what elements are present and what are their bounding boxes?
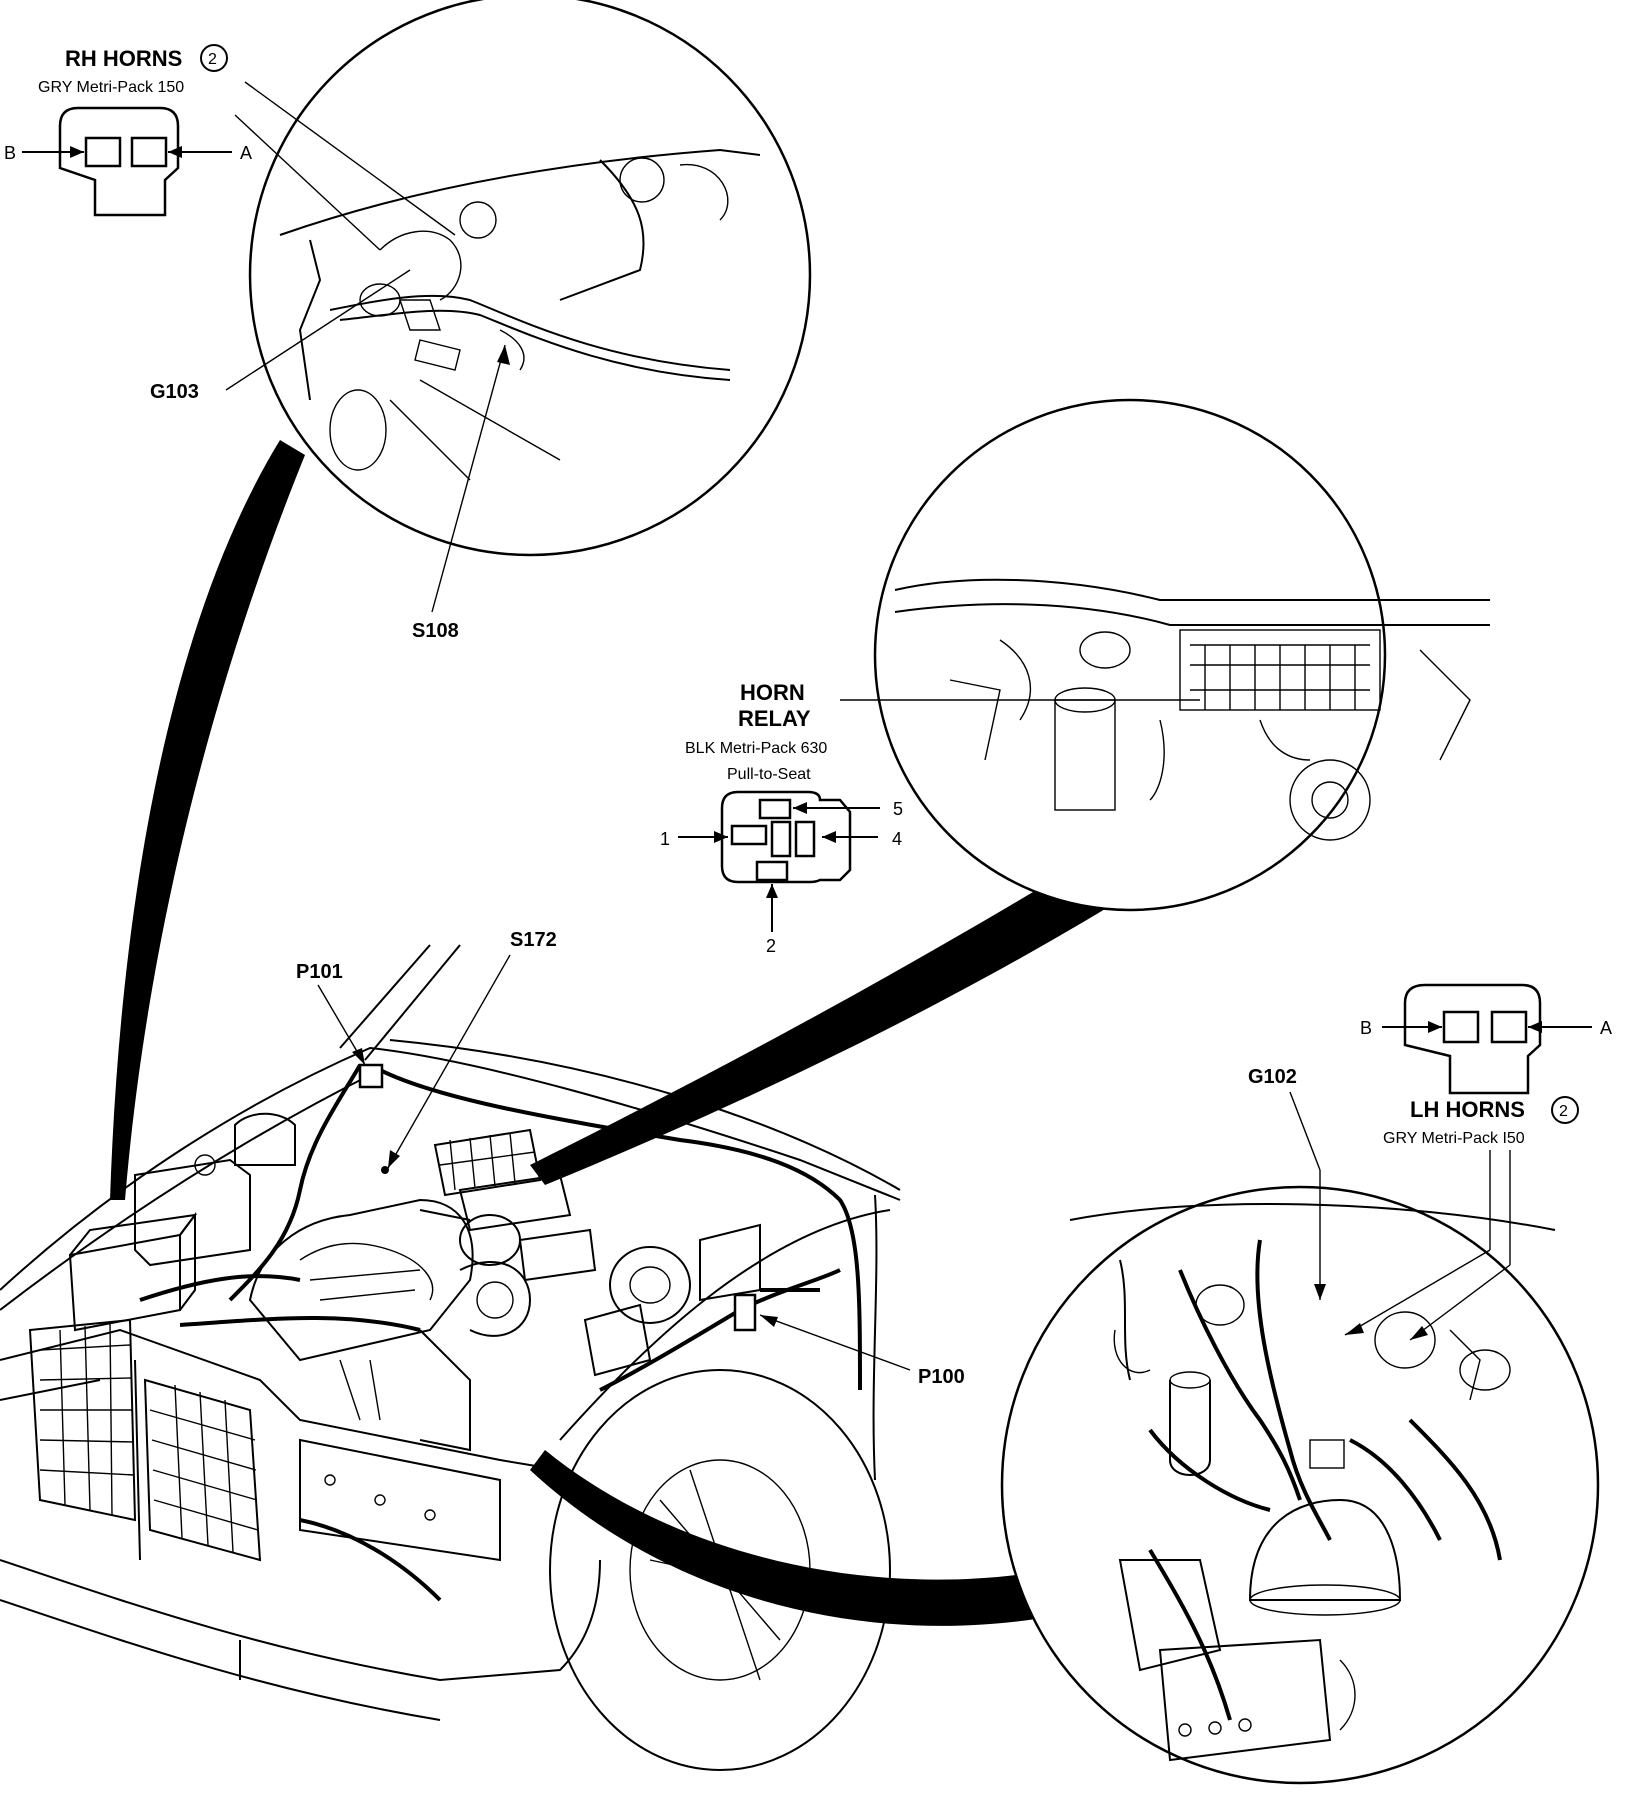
rh-horns-pin-a-label: A (240, 143, 252, 163)
rh-horns-title: RH HORNS (65, 46, 182, 71)
p101-label: P101 (296, 961, 343, 983)
engine-harness (228, 1064, 362, 1302)
g102-callout: G102 (1248, 1066, 1326, 1300)
horn-relay-title-line2: RELAY (738, 706, 811, 731)
p100-leader (759, 1314, 911, 1371)
rh-horns-cavity-b (84, 136, 122, 168)
relay-cavity-1 (730, 824, 768, 846)
lh-horns-cavity-b (1442, 1010, 1480, 1044)
horn-relay-callout: HORN RELAY BLK Metri-Pack 630 Pull-to-Se… (660, 680, 1200, 956)
lh-horns-qty-circle (1551, 1096, 1579, 1124)
horn-relay-connector-type: BLK Metri-Pack 630 (685, 740, 827, 757)
g103-leader (225, 269, 411, 391)
s108-label: S108 (412, 620, 459, 642)
rh-horn-detail-circle (248, 0, 812, 557)
s108-callout: S108 (412, 344, 510, 642)
g103-label: G103 (150, 381, 199, 403)
p100-label: P100 (918, 1366, 965, 1388)
relay-cavity-4 (794, 820, 816, 858)
s172-leader (387, 954, 511, 1169)
horn-relay-title-line1: HORN (740, 680, 805, 705)
lh-horn-detail-view (1000, 1185, 1600, 1785)
coolant-reservoir (134, 1154, 251, 1267)
battery (68, 1212, 198, 1332)
brake-booster (609, 1246, 691, 1324)
s172-label: S172 (510, 929, 557, 951)
horn-relay-detail-view (873, 398, 1490, 912)
g102-label: G102 (1248, 1066, 1297, 1088)
lh-horns-leader-branch-2 (1409, 1264, 1511, 1341)
lh-horns-leader-branch-1 (1344, 1249, 1491, 1336)
rh-horns-pin-b-label: B (4, 143, 16, 163)
rh-horns-qty-number: 2 (208, 51, 217, 68)
relay-cavity-center (770, 820, 792, 858)
relay-pin-2-label: 2 (766, 936, 776, 956)
vehicle-front-engine-bay (0, 944, 901, 1771)
horn-relay-detail-circle (873, 398, 1387, 912)
p100-callout: P100 (759, 1314, 965, 1388)
relay-pin-4-label: 4 (892, 829, 902, 849)
g103-callout: G103 (150, 269, 411, 403)
s172-splice (381, 1166, 389, 1174)
rh-horns-cavity-a (130, 136, 168, 168)
lh-horns-qty-number: 2 (1559, 1103, 1568, 1120)
blower-motor (419, 1209, 521, 1266)
s108-leader (431, 344, 506, 613)
rh-horn-detail-view (248, 0, 812, 557)
lh-horns-title: LH HORNS (1410, 1097, 1525, 1122)
grille-right (143, 1378, 262, 1562)
washer-bottle (234, 1112, 296, 1166)
lh-horn-body (1248, 1498, 1402, 1601)
lh-horns-pin-b-label: B (1360, 1018, 1372, 1038)
horn-relay-connector-note: Pull-to-Seat (727, 766, 811, 783)
lh-horns-pin-a-label: A (1600, 1018, 1612, 1038)
relay-cavity-5 (758, 798, 792, 820)
master-cylinder (518, 1228, 597, 1282)
p101-callout: P101 (296, 961, 366, 1066)
horn-relay-bay-sketch (894, 578, 1490, 841)
p100-connector (733, 1293, 757, 1332)
lh-horn-bay-sketch (1069, 1202, 1556, 1762)
band-to-relay-view (530, 870, 1120, 1185)
p101-connector (358, 1063, 384, 1089)
lh-horns-callout: B A LH HORNS 2 GRY Metri-Pack I50 (1344, 983, 1612, 1341)
rh-horns-connector-type: GRY Metri-Pack 150 (38, 79, 184, 96)
s172-callout: S172 (387, 929, 557, 1169)
band-to-lh-horn-view (530, 1450, 1060, 1626)
rh-horns-callout: RH HORNS 2 GRY Metri-Pack 150 B A (4, 44, 456, 251)
lh-horns-connector-type: GRY Metri-Pack I50 (1383, 1130, 1525, 1147)
front-wheel (549, 1369, 891, 1771)
relay-cavity-2 (755, 860, 789, 882)
lh-horns-cavity-a (1490, 1010, 1528, 1044)
band-to-rh-horn-view (110, 440, 305, 1200)
relay-pin-5-label: 5 (893, 799, 903, 819)
grille-left (28, 1318, 137, 1522)
rh-horns-leader-1 (244, 81, 456, 236)
relay-pin-1-label: 1 (660, 829, 670, 849)
rh-horns-qty-circle (200, 44, 228, 72)
rh-horn-engine-bay-sketch (279, 148, 761, 481)
underhood-fuse-relay-center (433, 1128, 572, 1232)
g102-leader (1289, 1091, 1321, 1171)
rh-horns-leader-2 (234, 114, 381, 251)
